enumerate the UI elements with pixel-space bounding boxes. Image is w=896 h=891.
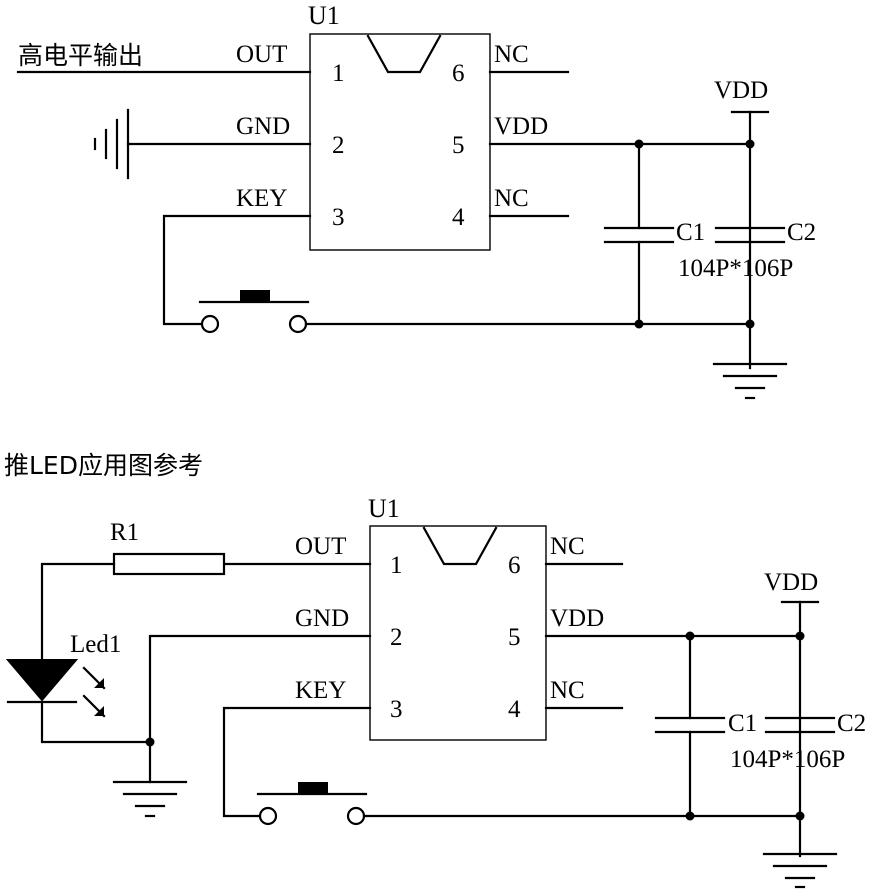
top-output-note: 高电平输出 (18, 41, 143, 70)
bottom-c2-label: C2 (837, 710, 866, 737)
top-pin5-num: 5 (452, 132, 465, 159)
top-pin-vdd-label: VDD (494, 113, 548, 140)
top-pin1-num: 1 (332, 60, 345, 87)
section-title: 推LED应用图参考 (4, 451, 203, 480)
top-pin3-num: 3 (332, 204, 345, 231)
bottom-gnd-wire (148, 634, 372, 784)
bottom-pin-nc4-label: NC (550, 677, 585, 704)
bottom-ground-symbol-left (112, 780, 188, 818)
bottom-pin4-num: 4 (508, 696, 521, 723)
bottom-pin1-num: 1 (390, 552, 403, 579)
bottom-ground-symbol (762, 852, 838, 889)
top-pin6-num: 6 (452, 60, 465, 87)
top-chip-ref: U1 (308, 1, 340, 30)
bottom-pin-gnd-label: GND (295, 605, 349, 632)
top-ground-symbol-left (93, 108, 130, 180)
top-ground-symbol (712, 362, 788, 400)
top-chip-notch (366, 34, 442, 74)
bottom-junction-dot (685, 811, 695, 821)
bottom-led-cathode-wire (40, 700, 152, 744)
top-capacitor-c2 (714, 226, 786, 244)
bottom-key-wire (222, 706, 372, 818)
top-c2-label: C2 (787, 219, 816, 246)
bottom-pin3-num: 3 (390, 696, 403, 723)
top-push-switch (198, 290, 310, 334)
bottom-c1-label: C1 (728, 710, 757, 737)
bottom-cap-values: 104P*106P (730, 746, 845, 773)
top-key-wire (162, 214, 312, 326)
bottom-chip-ref: U1 (368, 494, 400, 523)
bottom-pin2-num: 2 (390, 624, 403, 651)
bottom-pin-key-label: KEY (295, 677, 346, 704)
bottom-pin6-num: 6 (508, 552, 521, 579)
bottom-junction-dot (685, 631, 695, 641)
top-circuit: U1 1 2 3 6 5 4 OUT GND KEY NC VDD NC 高电平… (16, 1, 816, 400)
top-junction-dot (745, 319, 755, 329)
bottom-chip-notch (422, 526, 498, 566)
bottom-capacitor-c2 (764, 716, 836, 734)
led-label: Led1 (70, 631, 121, 658)
top-pin-out-label: OUT (236, 41, 287, 68)
top-pin-nc4-label: NC (494, 185, 529, 212)
bottom-junction-dot (795, 811, 805, 821)
bottom-pin-out-label: OUT (295, 533, 346, 560)
top-c1-label: C1 (676, 219, 705, 246)
top-chip-body (309, 33, 491, 251)
bottom-led-anode-wire (40, 562, 116, 662)
top-junction-dot (634, 319, 644, 329)
top-capacitor-c1 (603, 142, 675, 326)
top-junction-dot (745, 139, 755, 149)
bottom-pin5-num: 5 (508, 624, 521, 651)
top-cap-values: 104P*106P (678, 255, 793, 282)
top-pin4-num: 4 (452, 204, 465, 231)
bottom-pin-nc6-label: NC (550, 533, 585, 560)
bottom-pin-vdd-label: VDD (550, 605, 604, 632)
top-junction-dot (634, 139, 644, 149)
resistor-r1 (112, 552, 226, 576)
bottom-junction-dot (145, 737, 155, 747)
top-pin-key-label: KEY (236, 185, 287, 212)
top-pin2-num: 2 (332, 132, 345, 159)
bottom-circuit: U1 1 2 3 6 5 4 OUT GND KEY NC VDD NC R1 … (5, 494, 866, 889)
bottom-capacitor-c1 (654, 634, 726, 818)
top-pin-gnd-label: GND (236, 113, 290, 140)
bottom-junction-dot (795, 631, 805, 641)
led-symbol (5, 659, 106, 718)
bottom-vdd-label: VDD (764, 569, 818, 596)
resistor-label: R1 (110, 519, 139, 546)
bottom-chip-body (369, 525, 547, 741)
bottom-push-switch (256, 782, 368, 826)
top-vdd-label: VDD (714, 77, 768, 104)
top-pin-nc6-label: NC (494, 41, 529, 68)
